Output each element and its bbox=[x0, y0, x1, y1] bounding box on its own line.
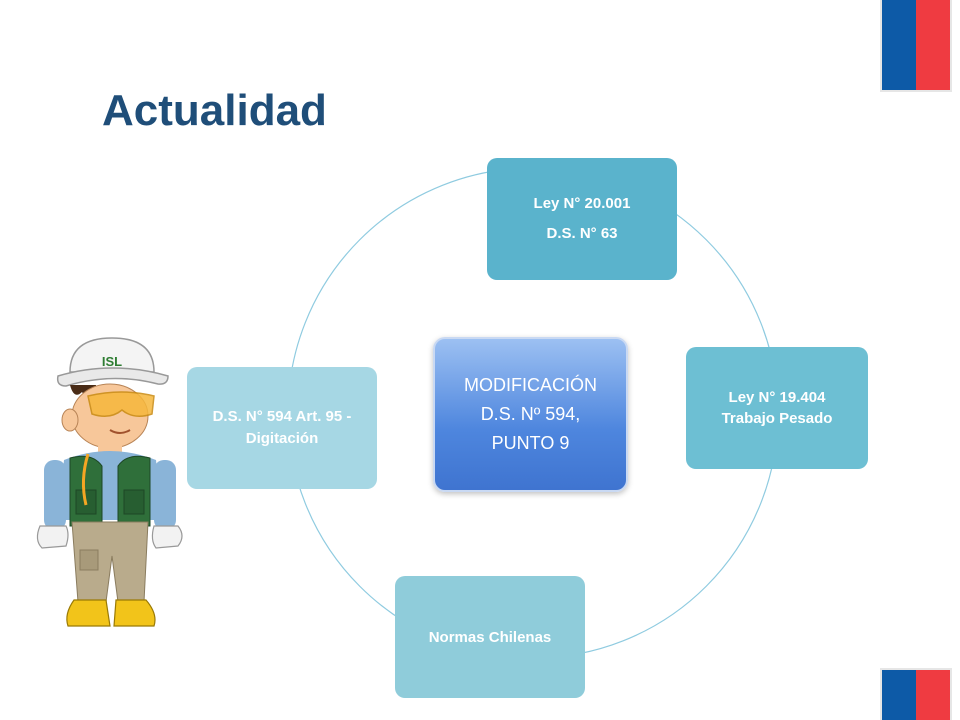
chile-flag-logo-top bbox=[882, 0, 950, 90]
node-ds-594-art95: D.S. N° 594 Art. 95 - Digitación bbox=[187, 367, 377, 489]
node-ley-19404: Ley N° 19.404 Trabajo Pesado bbox=[686, 347, 868, 469]
chile-flag-logo-bottom bbox=[882, 670, 950, 720]
node-top-line2: D.S. N° 63 bbox=[546, 225, 618, 242]
center-line1: MODIFICACIÓN bbox=[464, 375, 597, 395]
center-node-modificacion: MODIFICACIÓN D.S. Nº 594, PUNTO 9 bbox=[433, 337, 628, 492]
safety-worker-illustration: ISL bbox=[36, 337, 183, 627]
center-line3: PUNTO 9 bbox=[491, 433, 570, 453]
node-ley-20001: Ley N° 20.001 D.S. N° 63 bbox=[487, 158, 677, 280]
node-left-label: D.S. N° 594 Art. 95 - Digitación bbox=[212, 408, 352, 447]
helmet-logo-text: ISL bbox=[102, 354, 122, 369]
node-normas-chilenas: Normas Chilenas bbox=[395, 576, 585, 698]
node-right-label: Ley N° 19.404 Trabajo Pesado bbox=[721, 389, 833, 427]
node-bottom-label: Normas Chilenas bbox=[428, 628, 552, 646]
page-title: Actualidad bbox=[102, 86, 327, 135]
center-line2: D.S. Nº 594, bbox=[480, 404, 581, 424]
node-top-line1: Ley N° 20.001 bbox=[533, 195, 631, 212]
